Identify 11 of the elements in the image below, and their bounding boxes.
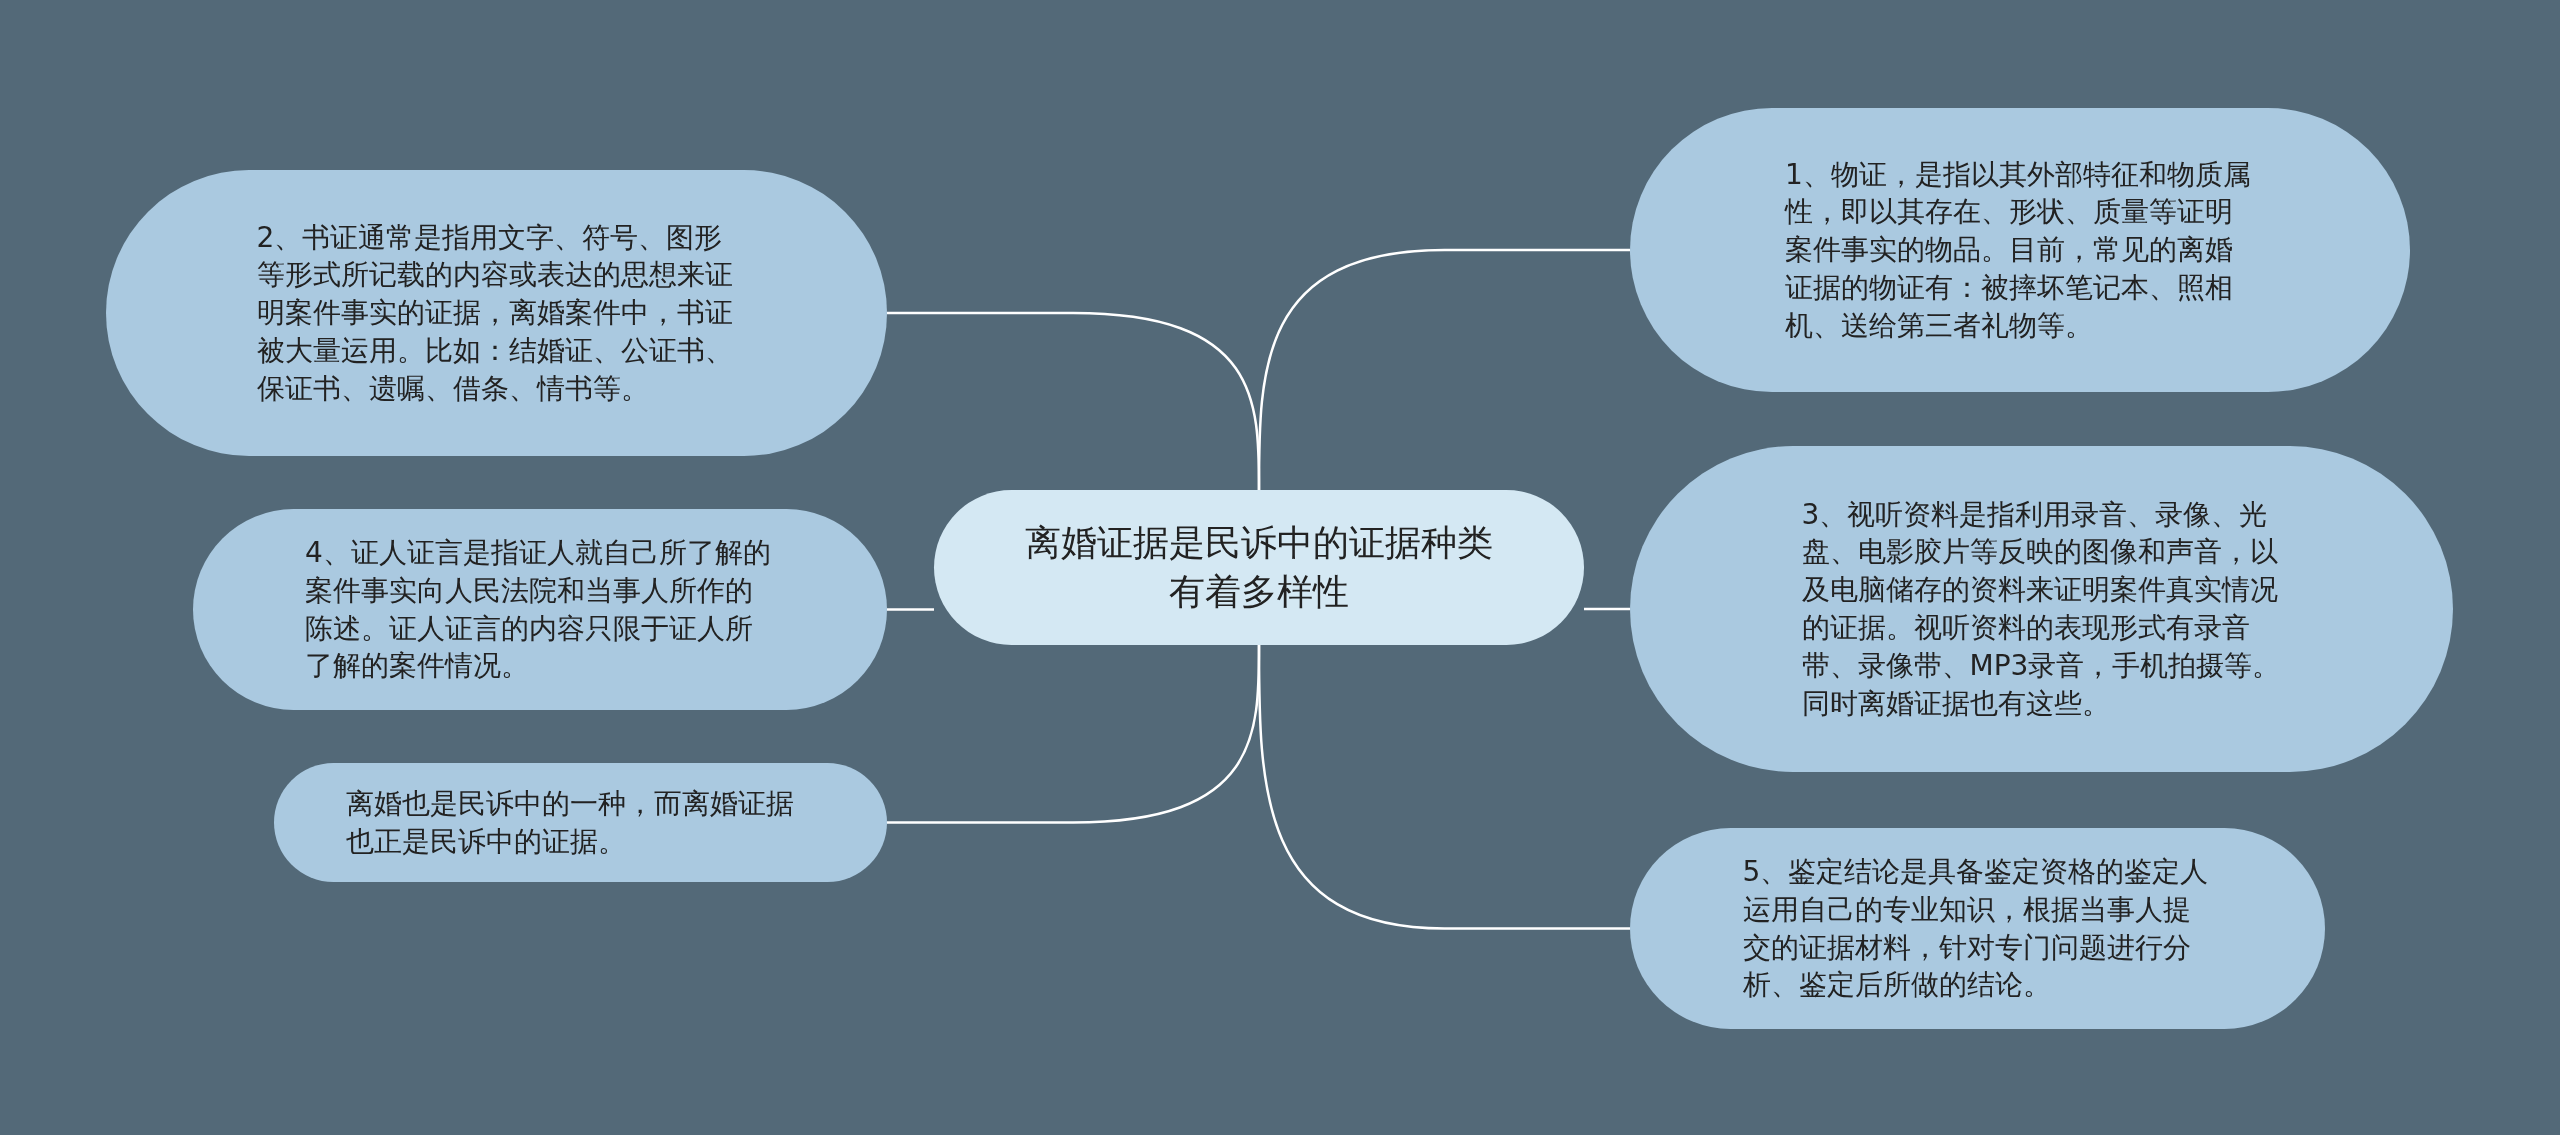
- topic-text: 2、书证通常是指用文字、符号、图形等形式所记载的内容或表达的思想来证明案件事实的证据，离婚案件中，书证被大量运用。比如：结婚证、公证书、保证书、遗嘱、借条、情书等。: [256, 219, 734, 407]
- connector-line: [887, 311, 1261, 490]
- topic-text: 离婚也是民诉中的一种，而离婚证据也正是民诉中的证据。: [345, 785, 795, 860]
- connector-line: [887, 608, 934, 611]
- topic-text: 4、证人证言是指证人就自己所了解的案件事实向人民法院和当事人所作的陈述。证人证言的内容只限于证人所了解的案件情况。: [305, 534, 772, 685]
- topic-text: 1、物证，是指以其外部特征和物质属性，即以其存在、形状、质量等证明案件事实的物品。目前，常见的离婚证据的物证有：被摔坏笔记本、照相机、送给第三者礼物等。: [1785, 156, 2252, 344]
- connector-line: [887, 645, 1261, 824]
- topic-text: 3、视听资料是指利用录音、录像、光盘、电影胶片等反映的图像和声音，以及电脑储存的资料来证明案件真实情况的证据。视听资料的表现形式有录音带、录像带、MP3录音，手机拍摄等。同时离婚证据也有这些。: [1801, 496, 2282, 722]
- connector-line: [1584, 607, 1630, 611]
- topic-text: 离婚证据是民诉中的证据种类有着多样性: [1024, 520, 1494, 614]
- topic-text: 5、鉴定结论是具备鉴定资格的鉴定人运用自己的专业知识，根据当事人提交的证据材料，针对专门问题进行分析、鉴定后所做的结论。: [1742, 853, 2210, 1004]
